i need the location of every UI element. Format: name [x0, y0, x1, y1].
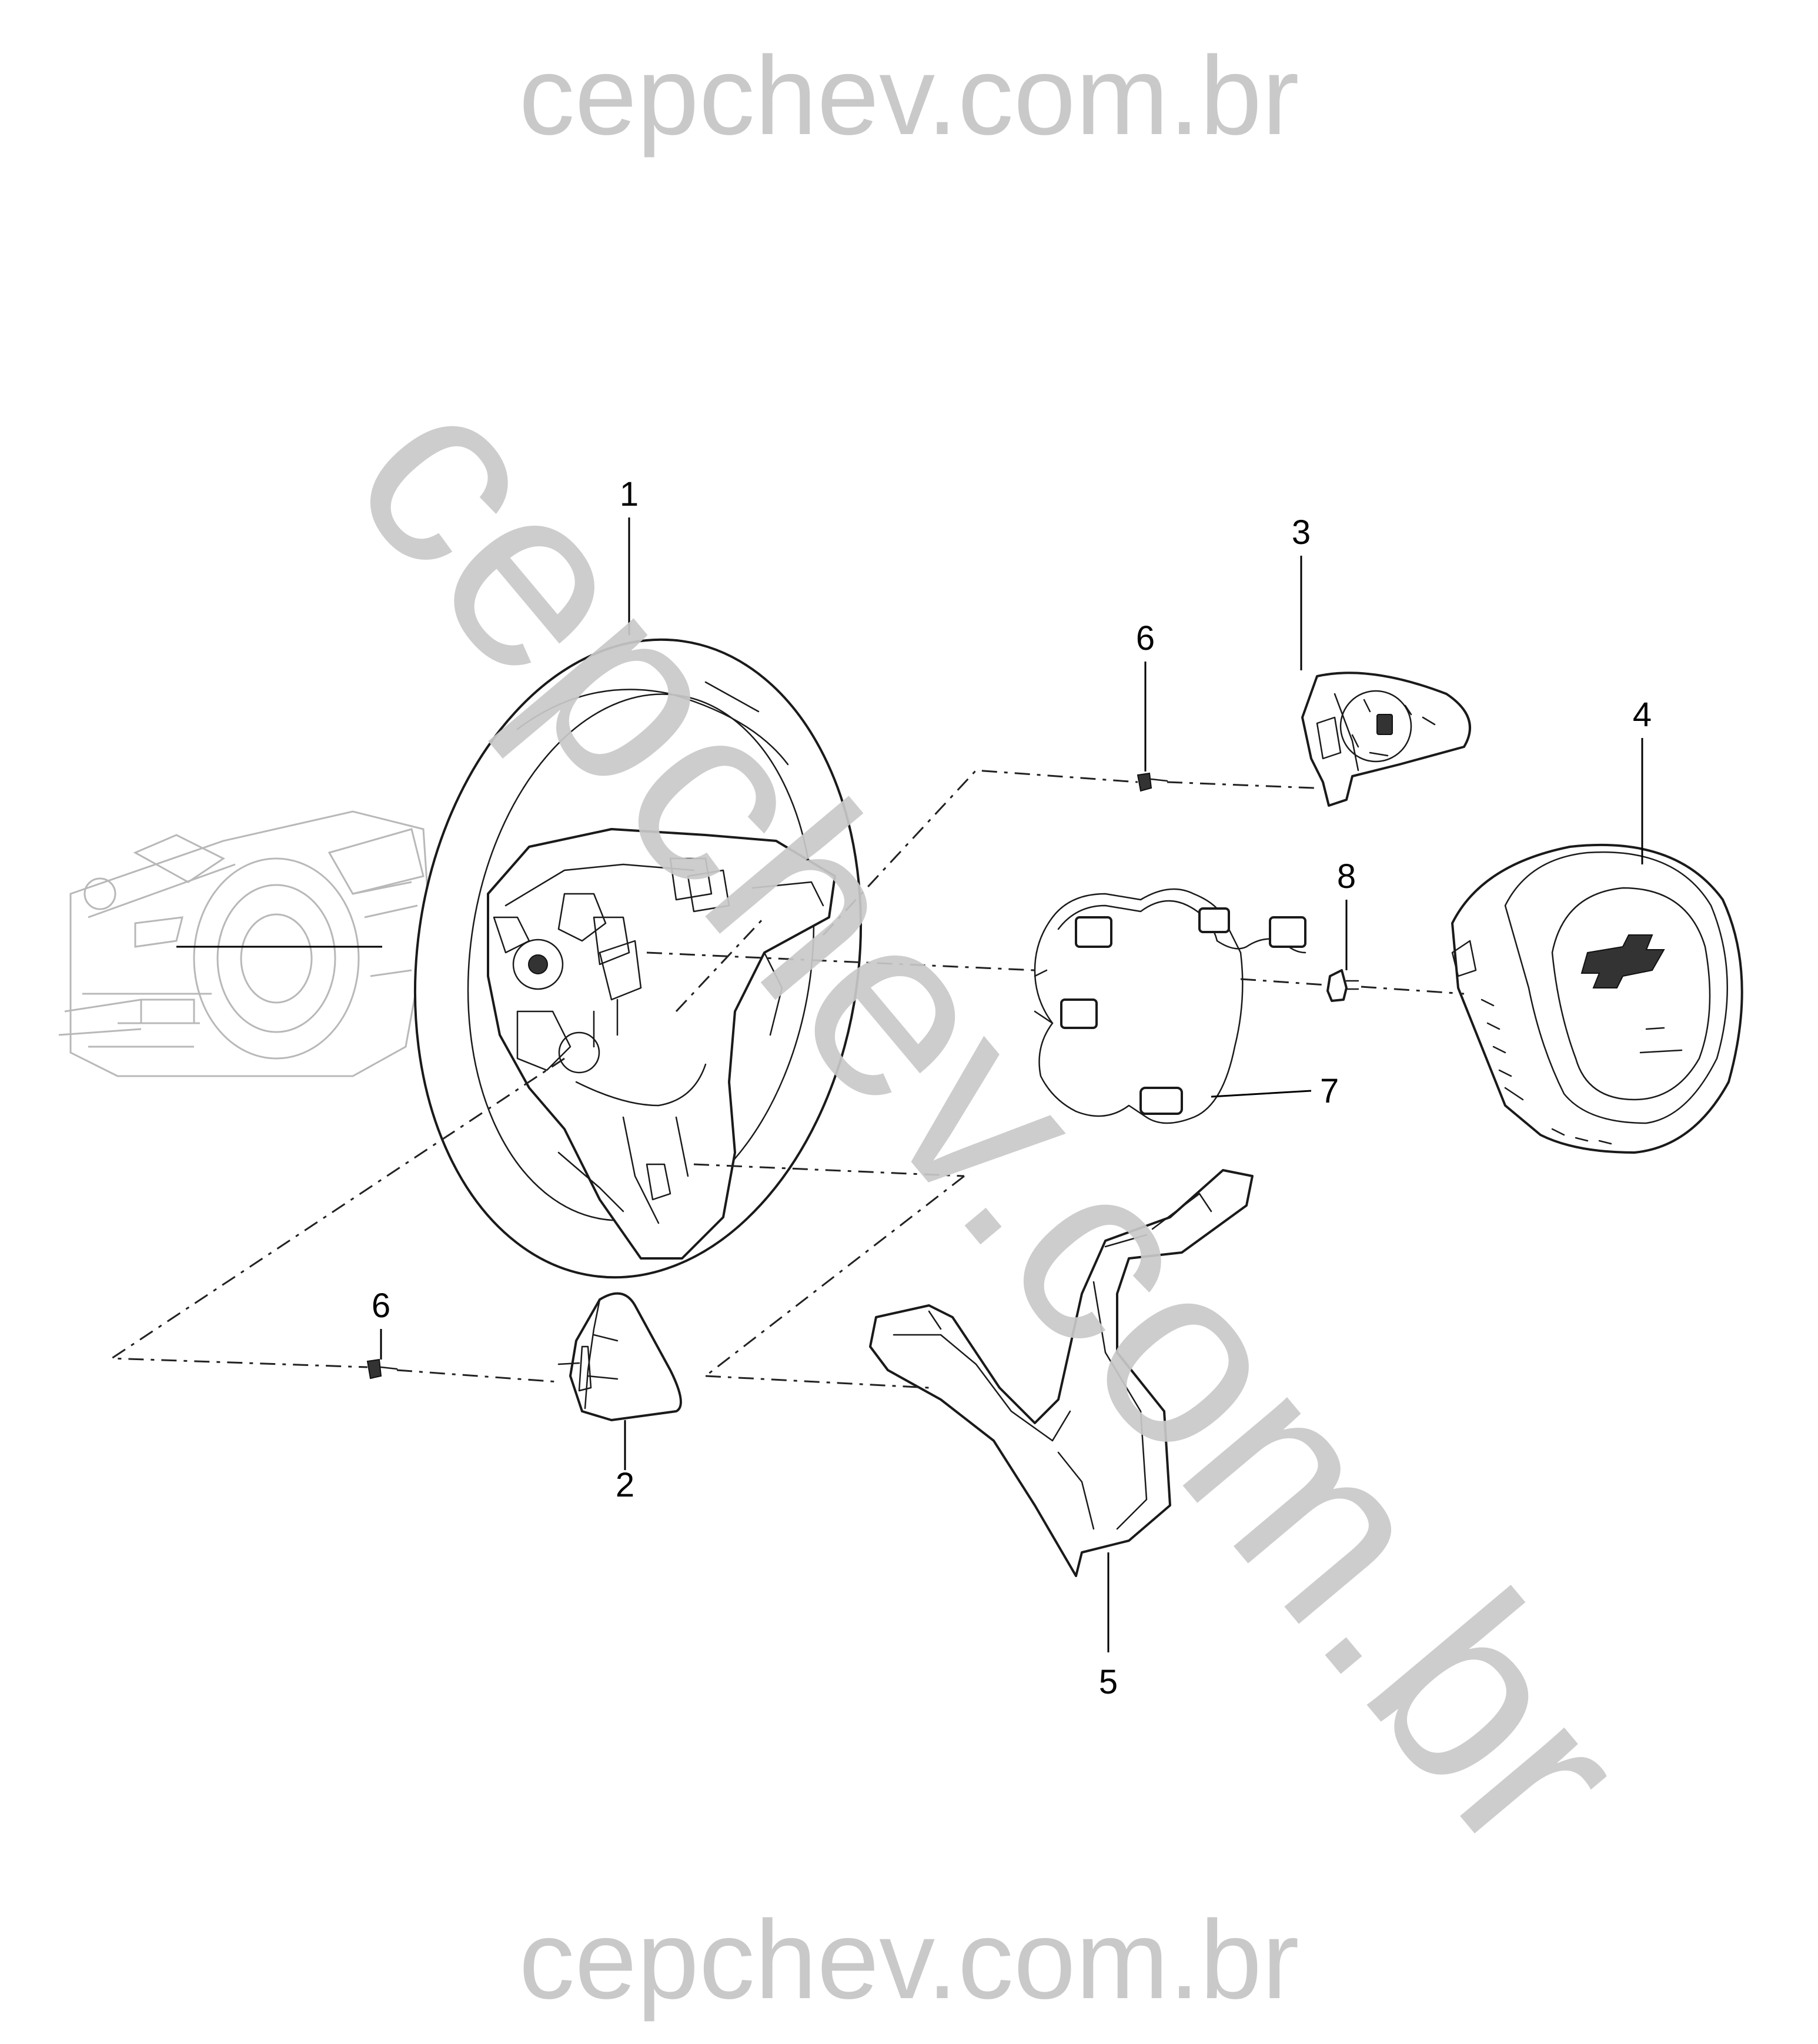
callout-6-upper: 6	[1136, 619, 1155, 657]
airbag-module	[1451, 843, 1743, 1154]
lower-trim-cover	[869, 1169, 1254, 1577]
assembly-lines	[109, 769, 1465, 1389]
airbag-bolt	[1326, 969, 1359, 1002]
watermark-bottom: cepchev.com.br	[519, 1898, 1299, 2022]
callout-7: 7	[1320, 1072, 1339, 1110]
callout-4: 4	[1633, 696, 1652, 734]
switch-control-left	[557, 1292, 682, 1421]
callout-8: 8	[1337, 857, 1356, 896]
callout-5: 5	[1099, 1663, 1118, 1701]
steering-column-ghost	[58, 810, 430, 1077]
screw-lower	[366, 1358, 398, 1380]
wiring-harness	[1034, 888, 1306, 1124]
screw-upper	[1137, 772, 1168, 792]
callout-6-lower: 6	[372, 1287, 390, 1325]
watermark-top: cepchev.com.br	[519, 34, 1299, 158]
switch-control-right	[1301, 672, 1471, 807]
leader-lines	[176, 517, 1643, 1652]
callout-3: 3	[1292, 513, 1311, 552]
steering-wheel	[413, 638, 863, 1279]
callout-2: 2	[616, 1466, 634, 1504]
callout-1: 1	[620, 475, 639, 513]
